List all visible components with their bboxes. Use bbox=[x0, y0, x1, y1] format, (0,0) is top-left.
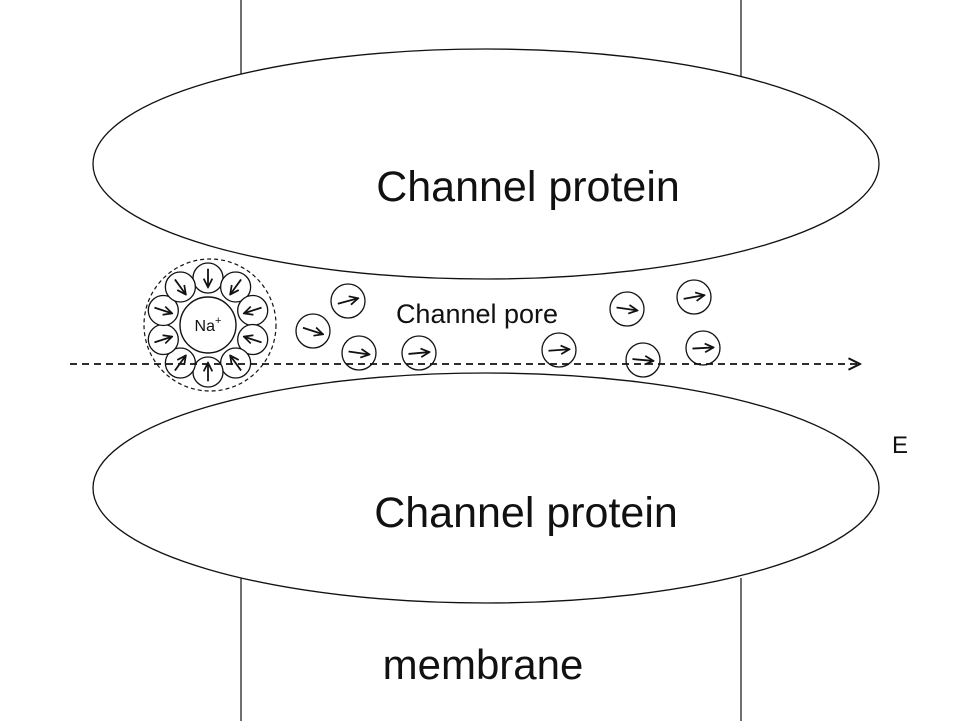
shell-water-molecule bbox=[147, 294, 179, 327]
upper-channel-protein bbox=[92, 48, 880, 280]
shell-water-molecule bbox=[237, 323, 269, 356]
free-water-molecule bbox=[541, 332, 577, 368]
lower-protein-label: Channel protein bbox=[374, 489, 678, 537]
free-water-molecule bbox=[341, 335, 377, 371]
shell-water-molecule bbox=[219, 347, 252, 379]
shell-water-molecule bbox=[147, 323, 179, 356]
free-water-molecule bbox=[676, 279, 712, 315]
free-water-molecule bbox=[401, 335, 437, 371]
shell-water-molecule bbox=[164, 347, 197, 379]
lower-channel-protein bbox=[92, 372, 880, 604]
shell-water-molecule bbox=[219, 271, 252, 303]
shell-water-molecule bbox=[164, 271, 197, 303]
free-water-molecule bbox=[625, 342, 661, 378]
free-water-molecule bbox=[295, 313, 331, 349]
shell-water-molecule bbox=[237, 294, 269, 327]
field-label: E bbox=[892, 432, 908, 459]
sodium-ion-label: Na+ bbox=[195, 315, 222, 335]
free-water-molecule bbox=[330, 283, 366, 319]
upper-protein-label: Channel protein bbox=[376, 163, 680, 211]
shell-water-molecule bbox=[192, 262, 224, 294]
membrane-label: membrane bbox=[383, 641, 584, 688]
sodium-ion bbox=[179, 296, 237, 354]
free-water-molecule bbox=[685, 330, 721, 366]
free-water-molecule bbox=[609, 291, 645, 327]
shell-water-molecule bbox=[192, 356, 224, 388]
hydration-shell-waters bbox=[147, 262, 269, 388]
free-water-molecules bbox=[295, 279, 721, 378]
pore-label: Channel pore bbox=[396, 299, 558, 329]
